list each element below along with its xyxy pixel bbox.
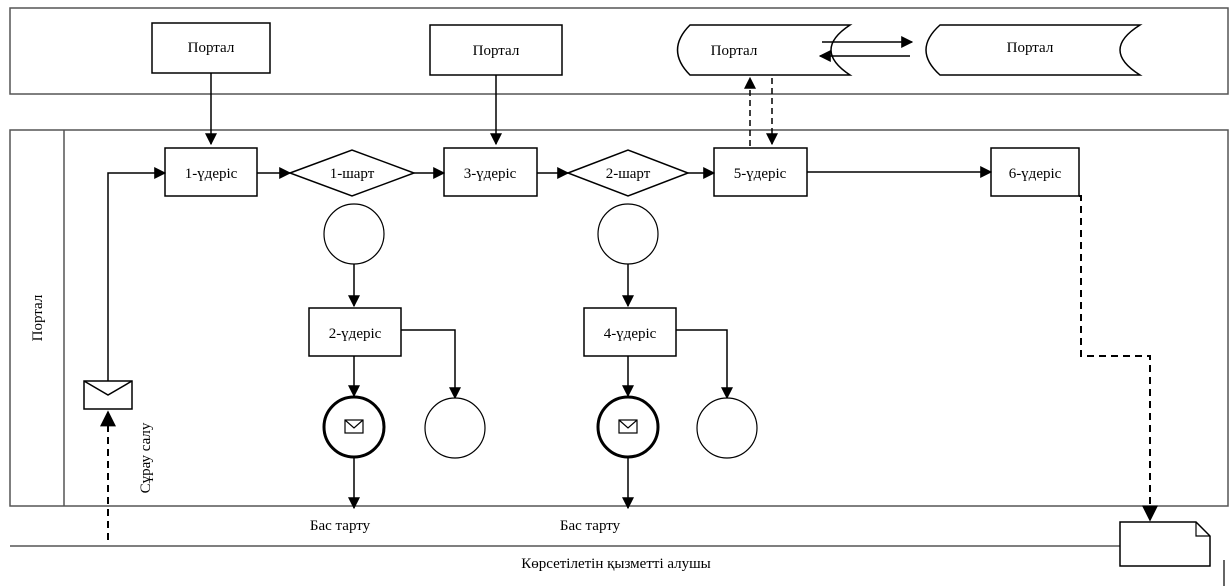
process-3 xyxy=(443,147,538,197)
portal-storage-2 xyxy=(925,24,1143,76)
process-4-label: 4-үдеріс xyxy=(604,326,657,342)
arrow-p2-to-end1 xyxy=(401,329,461,400)
process-1-label: 1-үдеріс xyxy=(185,166,238,182)
start-message-event xyxy=(83,380,133,410)
document-icon xyxy=(1119,521,1211,567)
top-lane xyxy=(9,7,1229,95)
process-3-label: 3-үдеріс xyxy=(464,166,517,182)
portal-box-2-label: Портал xyxy=(473,43,520,59)
process-6-label: 6-үдеріс xyxy=(1009,166,1062,182)
refusal-label-2: Бас тарту xyxy=(560,518,621,534)
process-5-label: 5-үдеріс xyxy=(734,166,787,182)
envelope-icon xyxy=(618,419,638,434)
condition-2-label: 2-шарт xyxy=(606,166,651,182)
arrow-p4-to-end2 xyxy=(676,329,733,400)
portal-storage-1 xyxy=(676,24,853,76)
gateway-circle-1 xyxy=(323,203,385,265)
arrow-start-to-p1 xyxy=(107,167,167,381)
portal-box-1 xyxy=(151,22,271,74)
end-event-1 xyxy=(424,397,486,459)
process-2 xyxy=(308,307,402,357)
main-lane xyxy=(9,129,1229,507)
portal-box-2 xyxy=(429,24,563,76)
end-event-2 xyxy=(696,397,758,459)
portal-storage-2-label: Портал xyxy=(1007,40,1054,56)
condition-1-label: 1-шарт xyxy=(330,166,375,182)
process-6 xyxy=(990,147,1080,197)
envelope-icon xyxy=(344,419,364,434)
portal-storage-1-label: Портал xyxy=(711,43,758,59)
dashed-p6-to-document xyxy=(1079,195,1158,522)
bottom-lane-label: Көрсетілетін қызметті алушы xyxy=(521,556,711,572)
request-label: Сұрау салу xyxy=(138,422,154,493)
refusal-label-1: Бас тарту xyxy=(310,518,371,534)
main-lane-label: Портал xyxy=(30,294,46,341)
portal-box-1-label: Портал xyxy=(188,40,235,56)
gateway-circle-2 xyxy=(597,203,659,265)
process-2-label: 2-үдеріс xyxy=(329,326,382,342)
process-4 xyxy=(583,307,677,357)
